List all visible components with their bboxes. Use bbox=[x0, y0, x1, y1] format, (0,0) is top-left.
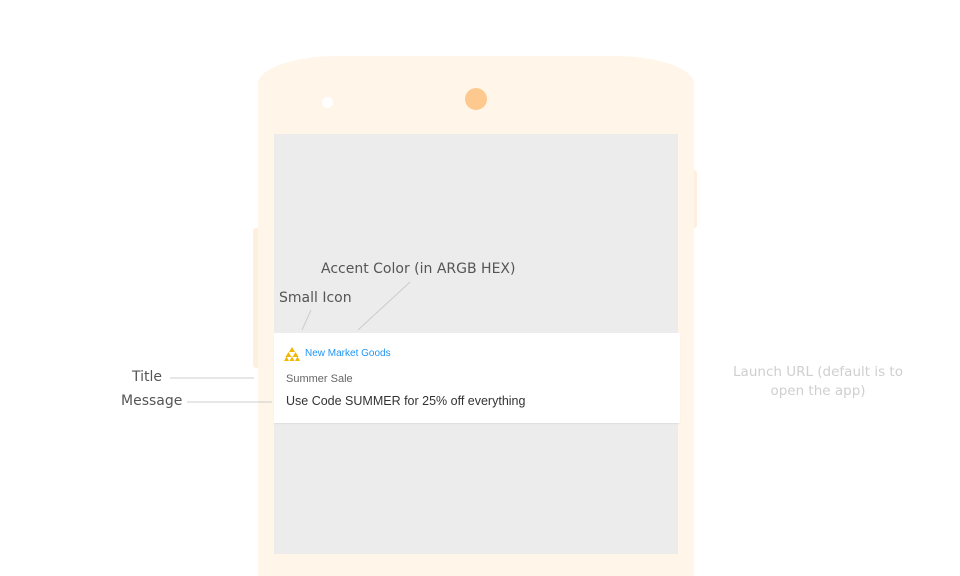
launch-url-callout: Launch URL (default is to open the app) bbox=[733, 364, 903, 399]
power-button bbox=[692, 170, 697, 228]
message-callout: Message bbox=[121, 393, 183, 409]
notification-app-name: New Market Goods bbox=[305, 348, 391, 359]
notification-message: Use Code SUMMER for 25% off everything bbox=[286, 394, 526, 408]
notification-title: Summer Sale bbox=[286, 373, 353, 385]
speaker-dot bbox=[322, 97, 333, 108]
front-camera bbox=[465, 88, 487, 110]
accent-color-callout: Accent Color (in ARGB HEX) bbox=[321, 261, 516, 277]
push-notification[interactable] bbox=[274, 333, 680, 423]
small-icon-callout: Small Icon bbox=[279, 290, 352, 306]
title-callout: Title bbox=[132, 369, 163, 385]
volume-button bbox=[253, 228, 258, 368]
stacked-triangles-icon bbox=[284, 347, 300, 361]
